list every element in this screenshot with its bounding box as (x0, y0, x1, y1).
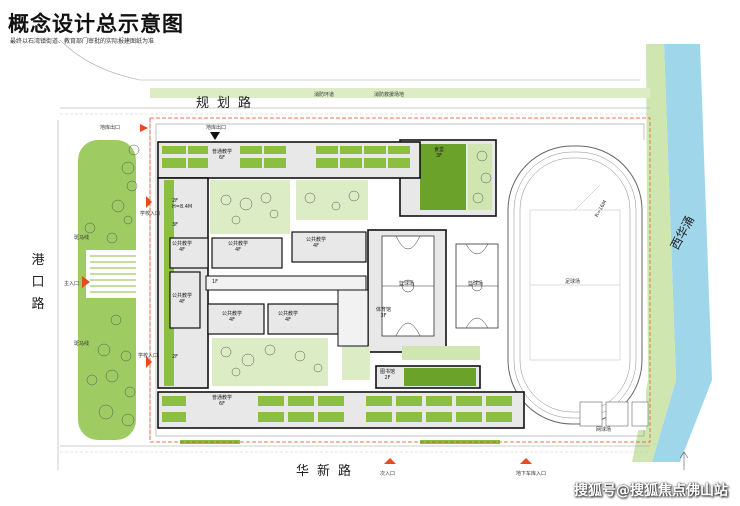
entry-arrows (82, 124, 532, 464)
north-road-label: 规划路 (196, 96, 260, 111)
tennis-label: 网球场 (596, 427, 612, 433)
school-entry-2-label: 学校入口 (138, 353, 159, 359)
courtyard-s (212, 338, 328, 386)
tennis-court-3 (631, 401, 649, 427)
tennis-court-2 (605, 401, 629, 427)
west-road-label: 港口路 (31, 253, 45, 312)
courtyard-n (296, 180, 368, 220)
track-inner (519, 157, 631, 413)
north-green-rooms (162, 146, 410, 168)
secondary-entry-label: 次入口 (380, 471, 396, 477)
fire-rescue-label: 消防救援场地 (374, 92, 405, 98)
west-3f-label: 3F (172, 222, 179, 228)
trees (84, 144, 492, 427)
link-1f-label: 1F (212, 279, 219, 285)
fire-lane-label: 消防环道 (314, 92, 335, 98)
public-block-2 (211, 237, 283, 269)
tennis-court-1 (579, 401, 603, 427)
school-entry-1-label: 学校入口 (140, 211, 161, 217)
track-mid (513, 151, 637, 419)
link-east (337, 289, 369, 347)
west-green-strip (164, 180, 174, 386)
south-green-rooms (162, 396, 512, 422)
site-boundary (149, 117, 651, 443)
track-outer (507, 145, 643, 425)
nw-road-curve (59, 39, 640, 81)
court-label-2: 篮球场 (468, 281, 484, 287)
public-block-4 (169, 271, 201, 329)
north-arrow-icon (679, 451, 689, 470)
public-block-1 (169, 237, 209, 269)
public-block-5 (207, 303, 265, 335)
north-road-green (150, 88, 650, 98)
court-label-1: 篮球场 (399, 281, 415, 287)
underground-entry-label: 地下车库入口 (516, 471, 547, 477)
link-2f-label: 2F (172, 354, 179, 360)
crosswalk-2-label: 斑马线 (74, 341, 90, 347)
courtyard-e (342, 346, 370, 380)
river (652, 44, 712, 462)
page-subtitle: 最终以石湾镇街道、教育部门审批的实际报建图纸为准 (10, 38, 155, 45)
parking-exit-nw-label: 地库出口 (100, 125, 121, 131)
courtyard-se (402, 346, 480, 360)
track-radius-line (574, 184, 601, 211)
public-block-6 (267, 303, 339, 335)
courtyard-nw (210, 180, 290, 234)
canteen-roof (420, 144, 466, 210)
page-title: 概念设计总示意图 (8, 12, 184, 36)
south-road-label: 华新路 (296, 464, 360, 479)
main-entry-label: 主入口 (64, 281, 80, 287)
link-1f (205, 275, 367, 291)
public-block-3 (291, 231, 367, 263)
field-label: 足球场 (565, 279, 581, 285)
river-bank-green (632, 44, 676, 462)
library-roof (404, 368, 476, 386)
watermark: 搜狐号@搜狐焦点佛山站 (574, 483, 728, 499)
parking-exit-n-label: 地库出口 (206, 125, 227, 131)
crosswalk-stripes (90, 255, 136, 293)
crosswalk-1-label: 斑马线 (74, 235, 90, 241)
parking-exit-arrow (210, 132, 220, 140)
